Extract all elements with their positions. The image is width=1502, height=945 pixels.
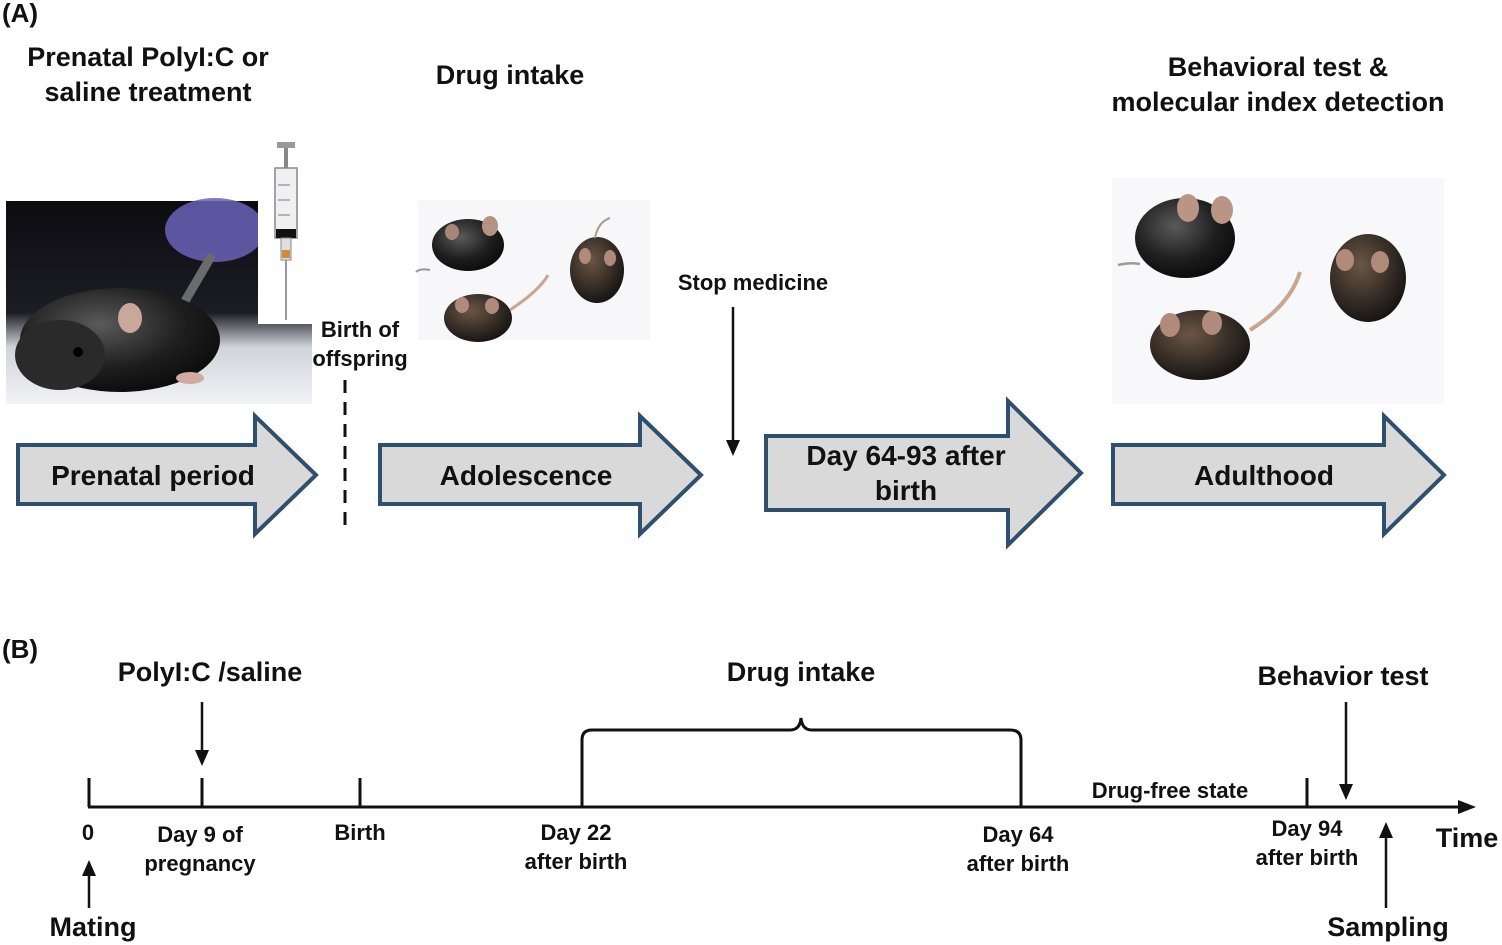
sampling-label: Sampling	[1327, 912, 1449, 942]
mating-label: Mating	[50, 912, 137, 942]
time-label: Time	[1436, 823, 1499, 853]
stop-medicine-label: Stop medicine	[678, 270, 828, 295]
arrow-label: Adolescence	[440, 460, 613, 491]
behavior-arrow-head	[1339, 784, 1353, 800]
tick-label: Day 94	[1272, 816, 1344, 841]
arrow-adolescence: Adolescence	[378, 411, 704, 539]
arrow-label: Prenatal period	[51, 460, 255, 491]
behavior-test-label: Behavior test	[1257, 661, 1428, 691]
treatment-header-line1: Prenatal PolyI:C or	[27, 42, 269, 72]
tick-label: Day 64	[983, 822, 1055, 847]
tick-label: Day 22	[541, 820, 612, 845]
panel-b-label: (B)	[2, 634, 38, 664]
syringe-icon	[258, 140, 314, 324]
tick-label: pregnancy	[144, 851, 256, 876]
polyic-label: PolyI:C /saline	[118, 657, 303, 687]
stop-medicine-arrow-head	[726, 440, 740, 456]
drug-intake-header: Drug intake	[436, 60, 585, 90]
arrow-day-64-93: Day 64-93 after birth	[764, 396, 1084, 550]
tick-label: after birth	[1256, 845, 1359, 870]
tick-label: Day 9 of	[157, 822, 243, 847]
arrow-adulthood: Adulthood	[1111, 411, 1447, 539]
sampling-arrow-head	[1379, 822, 1393, 838]
mating-arrow-head	[82, 860, 96, 876]
behavior-header-line2: molecular index detection	[1111, 87, 1444, 117]
drug-free-label: Drug-free state	[1092, 778, 1248, 803]
arrow-label-line2: birth	[875, 475, 937, 506]
arrow-prenatal-period: Prenatal period	[16, 411, 319, 539]
polyic-arrow-head	[195, 750, 209, 766]
drug-intake-bracket	[580, 717, 1023, 756]
panel-a-label: (A)	[2, 0, 38, 28]
adult-mice-photo	[1112, 178, 1444, 404]
treatment-header-line2: saline treatment	[44, 77, 251, 107]
arrow-label-line1: Day 64-93 after	[806, 440, 1005, 471]
timeline-arrow-head	[1458, 800, 1476, 814]
tick-label: after birth	[967, 851, 1070, 876]
adolescent-mice-photo	[415, 200, 650, 342]
tick-label: Birth	[334, 820, 385, 845]
arrow-label: Adulthood	[1194, 460, 1334, 491]
tick-label: after birth	[525, 849, 628, 874]
drug-intake-label: Drug intake	[727, 657, 876, 687]
tick-label: 0	[82, 820, 94, 845]
birth-label-line2: offspring	[312, 346, 407, 371]
birth-label-line1: Birth of	[321, 317, 400, 342]
behavior-header-line1: Behavioral test &	[1168, 52, 1389, 82]
